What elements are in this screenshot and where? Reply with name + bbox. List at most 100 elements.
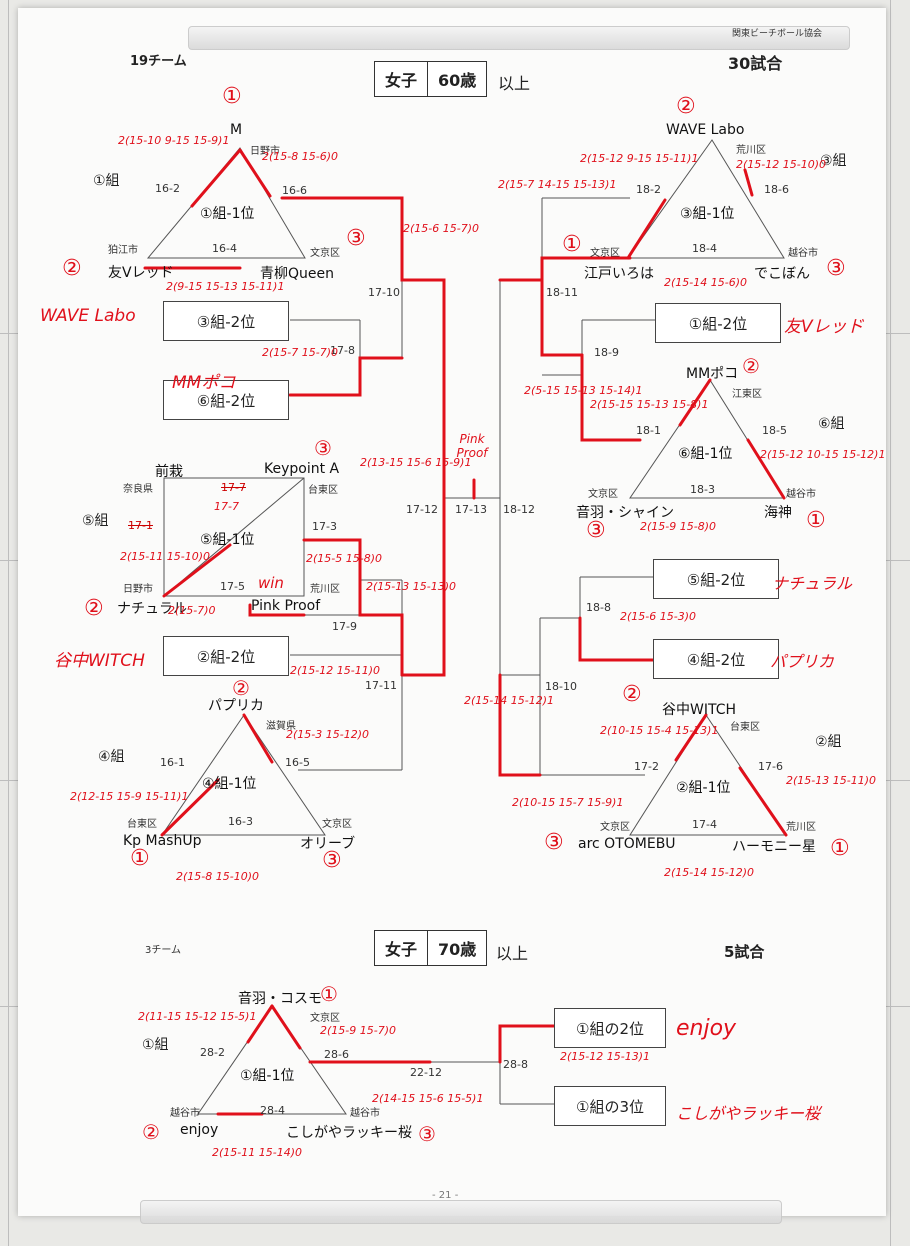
g2-left-team: arc OTOMEBU <box>578 836 676 852</box>
score-70-top: 2(11-15 15-12 15-5)1 <box>138 1010 257 1023</box>
g70-right-team: こしがやラッキー桜 <box>286 1125 412 1141</box>
g1-match-right: 16-6 <box>282 184 307 197</box>
g3-top-city: 荒川区 <box>736 145 766 156</box>
score-tomo: 2(9-15 15-13 15-11)1 <box>166 280 285 293</box>
score-wave-left: 2(15-7 14-15 15-13)1 <box>498 178 617 191</box>
score-16-12: 2(15-6 15-7)0 <box>403 222 480 235</box>
g6-label: ⑥組-1位 <box>678 446 733 462</box>
score-kp: 2(15-8 15-10)0 <box>176 870 260 883</box>
score-wave-center: 2(15-12 9-15 15-11)1 <box>580 152 699 165</box>
match-17-13: 17-13 <box>455 503 487 516</box>
g5-name: ⑤組 <box>82 513 109 529</box>
score-otomebu: 2(15-14 15-12)0 <box>664 866 755 879</box>
g1-match-left: 16-2 <box>155 182 180 195</box>
circle-rank-1-kp: ① <box>130 846 150 871</box>
score-arc: 2(10-15 15-7 15-9)1 <box>512 796 624 809</box>
rank-box-70-3: ①組の3位 <box>554 1086 666 1126</box>
g3-right-team: でこぼん <box>754 266 810 282</box>
side-paprika: パプリカ <box>770 652 835 671</box>
winner-label: Pink Proof <box>456 432 488 460</box>
bottom-clip <box>140 1200 782 1224</box>
match-17-11: 17-11 <box>365 679 397 692</box>
category-header-60: 女子 60歳 <box>374 61 488 97</box>
score-70-mid: 2(14-15 15-6 15-5)1 <box>372 1092 484 1105</box>
above-70: 以上 <box>496 944 529 963</box>
g3-left-city: 文京区 <box>590 248 620 259</box>
side-natural: ナチュラル <box>772 574 853 593</box>
side-enjoy: enjoy <box>676 1016 737 1041</box>
side-wave-labo: WAVE Labo <box>40 306 136 326</box>
g6-top-city: 江東区 <box>732 389 762 400</box>
score-yanaka: 2(10-15 15-4 15-13)1 <box>600 724 719 737</box>
g6-name: ⑥組 <box>818 416 845 432</box>
g6-match-bottom: 18-3 <box>690 483 715 496</box>
rank-box-3-2: ③組-2位 <box>163 301 289 341</box>
score-17-3: 2(15-5 15-8)0 <box>306 552 383 565</box>
score-kaijin: 2(15-12 10-15 15-12)1 <box>760 448 886 461</box>
g5-label: ⑤組-1位 <box>200 532 255 548</box>
circle-rank-2-mm: ② <box>742 354 760 378</box>
g1-top-team: M <box>230 122 243 138</box>
age-70: 70歳 <box>427 931 486 965</box>
g6-match-right: 18-5 <box>762 424 787 437</box>
g6-right-city: 越谷市 <box>786 489 816 500</box>
circle-rank-3-koshigaya: ③ <box>418 1122 436 1146</box>
g2-match-left: 17-2 <box>634 760 659 773</box>
circle-rank-2-wave: ② <box>676 94 696 119</box>
g1-label: ①組-1位 <box>200 206 255 222</box>
g4-right-team: オリーブ <box>300 836 356 852</box>
g2-top-team: 谷中WITCH <box>662 702 737 718</box>
cross-17-7: 17-7 <box>214 500 239 513</box>
g1-name: ①組 <box>93 173 120 189</box>
category-60: 女子 <box>385 71 418 90</box>
teams-count-60: 19チーム <box>130 54 187 69</box>
g2-name: ②組 <box>815 734 842 750</box>
g3-match-left: 18-2 <box>636 183 661 196</box>
g4-top-team: パプリカ <box>208 698 264 714</box>
match-18-12: 18-12 <box>503 503 535 516</box>
teams-count-70: 3チーム <box>145 945 182 956</box>
category-70: 女子 <box>385 940 418 959</box>
g5-match-bottom: 17-5 <box>220 580 245 593</box>
g70-left-team: enjoy <box>180 1122 219 1138</box>
circle-rank-1-m: ① <box>222 84 242 109</box>
g2-top-city: 台東区 <box>730 722 760 733</box>
g4-top-city: 滋賀県 <box>266 721 296 732</box>
g70-match-bottom: 28-4 <box>260 1104 285 1117</box>
g4-match-bottom: 16-3 <box>228 815 253 828</box>
age-60: 60歳 <box>427 62 486 96</box>
g3-name: ③組 <box>820 153 847 169</box>
score-17-6: 2(15-13 15-11)0 <box>786 774 877 787</box>
match-18-10: 18-10 <box>545 680 577 693</box>
score-17-9: 2(15-12 15-11)0 <box>290 664 381 677</box>
score-18-10: 2(15-14 15-12)1 <box>464 694 555 707</box>
g1-right-team: 青柳Queen <box>260 266 334 282</box>
g6-left-city: 文京区 <box>588 489 618 500</box>
g3-match-right: 18-6 <box>764 183 789 196</box>
g2-right-team: ハーモニー星 <box>732 839 816 855</box>
category-header-70: 女子 70歳 <box>374 930 488 966</box>
circle-rank-2-tomo: ② <box>62 256 82 281</box>
circle-rank-3-otowa: ③ <box>586 518 606 543</box>
match-18-8: 18-8 <box>586 601 611 614</box>
g3-match-bottom: 18-4 <box>692 242 717 255</box>
g1-left-team: 友Vレッド <box>108 265 174 281</box>
score-70-right: 2(15-9 15-7)0 <box>320 1024 397 1037</box>
circle-rank-2-natural: ② <box>84 596 104 621</box>
score-otowa: 2(15-9 15-8)0 <box>640 520 717 533</box>
g4-match-right: 16-5 <box>285 756 310 769</box>
match-17-9: 17-9 <box>332 620 357 633</box>
score-hino: 2(15-8 15-6)0 <box>262 150 339 163</box>
g6-match-left: 18-1 <box>636 424 661 437</box>
g4-name: ④組 <box>98 749 125 765</box>
g6-top-team: MMポコ <box>686 366 739 382</box>
g70-name: ①組 <box>142 1037 169 1053</box>
g70-match-left: 28-2 <box>200 1046 225 1059</box>
g5-br-city: 荒川区 <box>310 584 340 595</box>
side-yanaka-witch: 谷中WITCH <box>54 651 145 671</box>
g4-label: ④組-1位 <box>202 776 257 792</box>
g1-right-city: 文京区 <box>310 248 340 259</box>
g5-match-right: 17-3 <box>312 520 337 533</box>
match-17-10: 17-10 <box>368 286 400 299</box>
g5-top-left-city: 奈良県 <box>123 484 153 495</box>
